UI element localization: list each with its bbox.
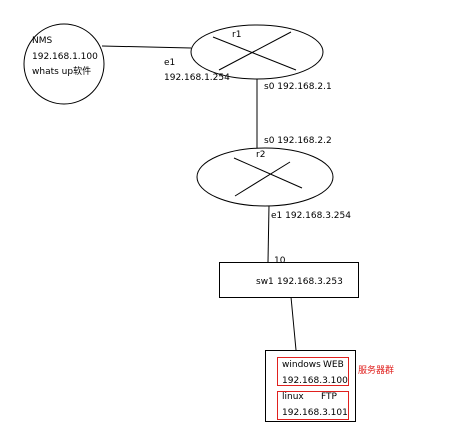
router-r2-cross-a [233,157,303,189]
r1-e1-ip-label: 192.168.1.254 [164,73,230,83]
r1-s0-label: s0 192.168.2.1 [264,82,332,92]
nms-ip-label: 192.168.1.100 [32,52,98,62]
r2-s0-label: s0 192.168.2.2 [264,136,332,146]
router-r1-cross-a [212,36,297,71]
server-linux-highlight [277,391,349,420]
server-group-label: 服务器群 [358,366,395,376]
r2-name-label: r2 [256,150,266,160]
server-linux-service: FTP [321,392,337,402]
nms-host-circle [23,23,105,105]
sw1-port-label: 10 [274,256,286,266]
link-nms-r1 [101,45,192,49]
nms-name-label: NMS [32,36,53,46]
nms-software-label: whats up软件 [32,67,92,77]
router-r1 [190,24,324,80]
link-sw1-servers [290,296,297,351]
link-r2-sw1 [267,204,270,263]
switch-sw1-box [219,262,359,298]
server-windows-name: windows [282,360,321,370]
router-r1-body [190,24,324,80]
r1-name-label: r1 [232,30,242,40]
router-r2-cross-b [234,161,291,197]
sw1-ip-label: 192.168.3.253 [277,277,343,287]
server-windows-highlight [277,357,349,386]
sw1-name-label: sw1 [256,277,274,287]
server-linux-name: linux [282,392,304,402]
router-r2 [196,147,334,207]
r1-e1-port-label: e1 [164,58,176,68]
router-r1-cross-b [218,31,292,71]
server-windows-service: WEB [323,360,344,370]
server-windows-ip: 192.168.3.100 [282,376,348,386]
r2-e1-label: e1 192.168.3.254 [271,211,351,221]
server-linux-ip: 192.168.3.101 [282,408,348,418]
